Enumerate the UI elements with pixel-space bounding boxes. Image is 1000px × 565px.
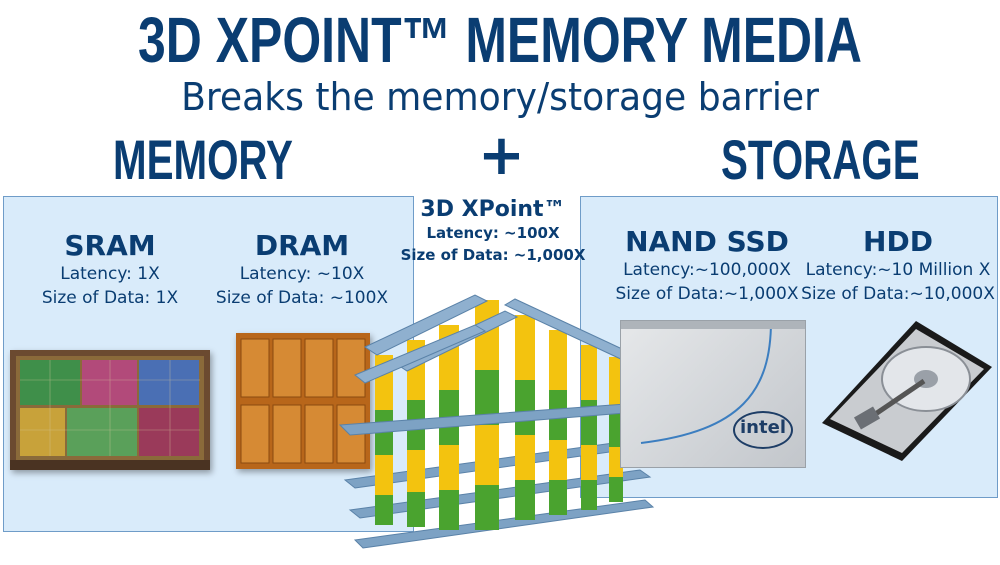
hdd-size: Size of Data:~10,000X bbox=[801, 284, 995, 304]
hdd-block: HDD Latency:~10 Million X Size of Data:~… bbox=[800, 226, 996, 306]
nand-ssd-image: intel bbox=[620, 320, 806, 468]
dram-block: DRAM Latency: ~10X Size of Data: ~100X bbox=[212, 230, 392, 310]
xpoint-size: Size of Data: ~1,000X bbox=[400, 246, 586, 264]
nand-block: NAND SSD Latency:~100,000X Size of Data:… bbox=[602, 226, 812, 306]
page-subtitle: Breaks the memory/storage barrier bbox=[181, 75, 819, 119]
storage-section-label: STORAGE bbox=[721, 128, 920, 191]
nand-latency: Latency:~100,000X bbox=[623, 260, 791, 280]
sram-size: Size of Data: 1X bbox=[41, 288, 179, 308]
xpoint-structure-image bbox=[335, 285, 655, 560]
nand-name: NAND SSD bbox=[625, 225, 789, 258]
memory-section-label: MEMORY bbox=[113, 128, 293, 191]
xpoint-name: 3D XPoint™ bbox=[420, 197, 566, 222]
dram-latency: Latency: ~10X bbox=[239, 264, 365, 284]
xpoint-block: 3D XPoint™ Latency: ~100X Size of Data: … bbox=[398, 198, 588, 266]
sram-block: SRAM Latency: 1X Size of Data: 1X bbox=[20, 230, 200, 310]
dram-name: DRAM bbox=[254, 229, 350, 262]
xpoint-latency: Latency: ~100X bbox=[426, 224, 560, 242]
sram-name: SRAM bbox=[64, 229, 156, 262]
hdd-name: HDD bbox=[863, 225, 933, 258]
nand-size: Size of Data:~1,000X bbox=[615, 284, 799, 304]
intel-logo: intel bbox=[733, 411, 793, 449]
hdd-image bbox=[816, 315, 994, 465]
sram-die-image bbox=[10, 350, 210, 470]
dram-die-image bbox=[236, 333, 370, 469]
sram-latency: Latency: 1X bbox=[60, 264, 160, 284]
dram-size: Size of Data: ~100X bbox=[215, 288, 389, 308]
hdd-latency: Latency:~10 Million X bbox=[805, 260, 991, 280]
plus-sign: + bbox=[478, 123, 525, 188]
page-title: 3D XPOINT™ MEMORY MEDIA bbox=[138, 4, 862, 76]
